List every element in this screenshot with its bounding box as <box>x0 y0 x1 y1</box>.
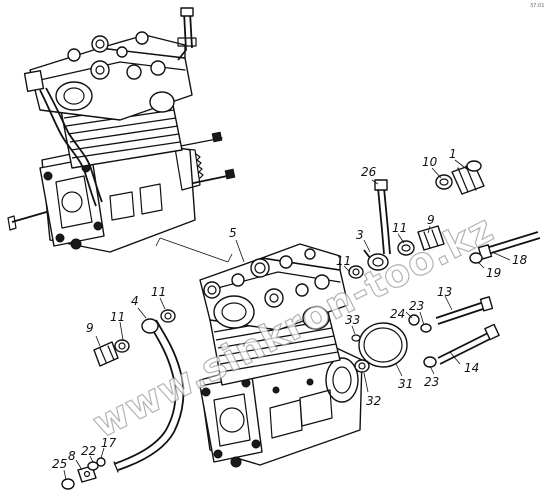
callout-23-lower: 23 <box>424 375 439 389</box>
callout-18: 18 <box>512 253 528 267</box>
callout-19: 19 <box>486 266 501 280</box>
callout-5: 5 <box>229 226 237 240</box>
compressor-main-assembly <box>199 243 363 468</box>
callout-32: 32 <box>366 394 381 408</box>
callout-10: 10 <box>422 155 438 169</box>
callout-11-upper: 11 <box>392 221 407 235</box>
callout-11-pipe: 11 <box>151 285 166 299</box>
callout-11-mid: 11 <box>336 254 351 268</box>
callout-4: 4 <box>131 294 139 308</box>
callout-labels: 1 10 26 11 9 5 3 11 18 19 13 24 23 33 14… <box>52 147 528 471</box>
callout-14: 14 <box>464 361 479 375</box>
callout-25: 25 <box>52 457 67 471</box>
callout-17: 17 <box>101 436 117 450</box>
callout-23-upper: 23 <box>409 299 424 313</box>
callout-8: 8 <box>68 449 76 463</box>
callout-31: 31 <box>398 377 413 391</box>
leader-lines <box>63 159 511 481</box>
callout-1: 1 <box>449 147 457 161</box>
callout-9-upper: 9 <box>427 213 435 227</box>
callout-26: 26 <box>361 165 377 179</box>
callout-9-left: 9 <box>86 321 94 335</box>
callout-3: 3 <box>356 228 364 242</box>
compressor-top-assembly <box>7 7 236 253</box>
callout-11-left: 11 <box>110 310 125 324</box>
callout-13: 13 <box>437 285 452 299</box>
callout-22: 22 <box>81 444 96 458</box>
corner-mark: 37:01 <box>530 3 544 9</box>
callout-24: 24 <box>390 307 405 321</box>
callout-33: 33 <box>345 313 360 327</box>
